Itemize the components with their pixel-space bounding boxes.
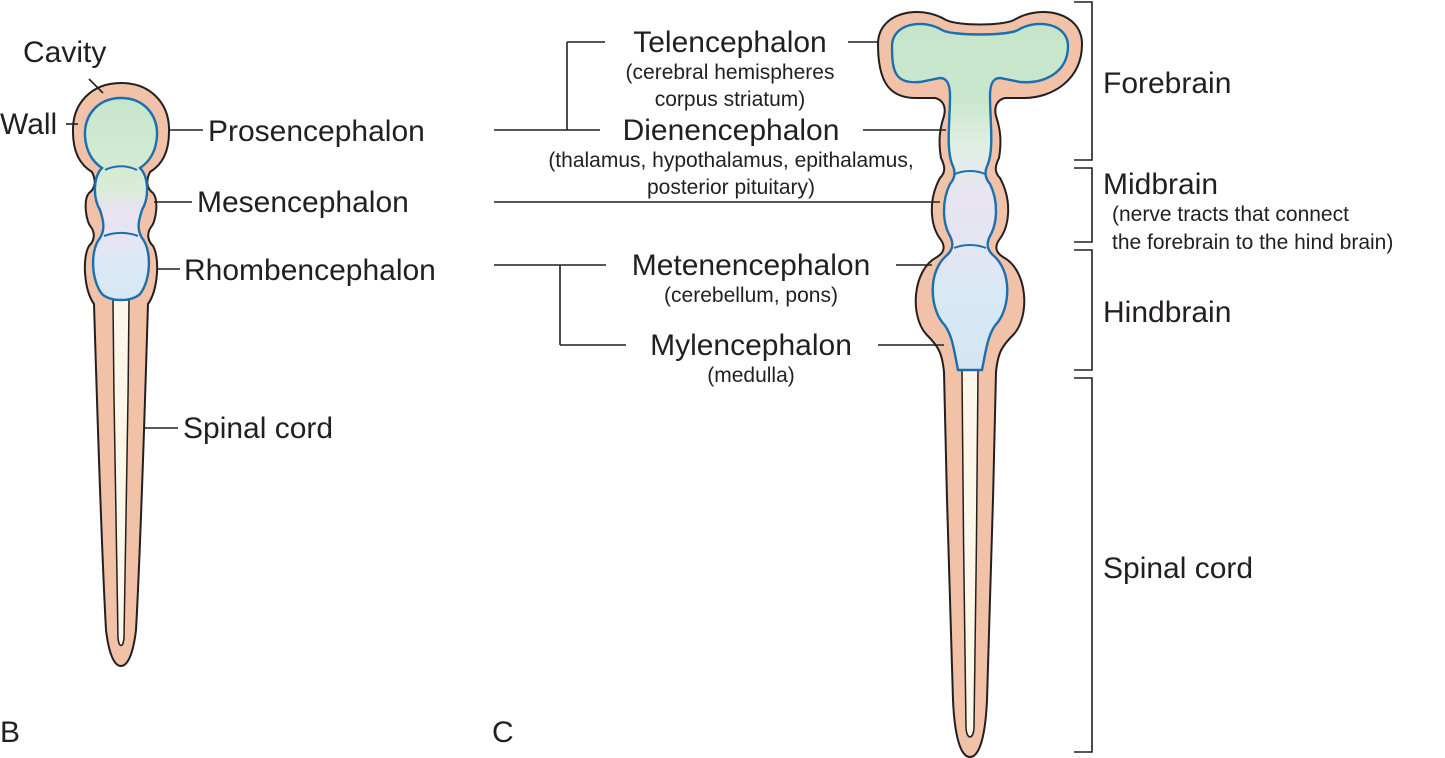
label-metencephalon-note: (cerebellum, pons) bbox=[664, 284, 838, 307]
panel-b-leaders bbox=[66, 78, 203, 429]
label-midbrain-note-2: the forebrain to the hind brain) bbox=[1112, 231, 1393, 254]
panel-c-wall-shape bbox=[876, 11, 1084, 758]
label-diencephalon-note-1: (thalamus, hypothalamus, epithalamus, bbox=[548, 149, 913, 172]
panel-c-cavity-shape bbox=[890, 22, 1070, 372]
label-spinal-cord-b: Spinal cord bbox=[183, 412, 333, 445]
region-brackets bbox=[1074, 1, 1093, 753]
label-diencephalon: Dienencephalon bbox=[623, 114, 840, 147]
panel-c-neural-tube bbox=[876, 11, 1084, 758]
label-forebrain: Forebrain bbox=[1103, 67, 1231, 100]
panel-c-central-canal bbox=[961, 369, 979, 738]
label-rhombencephalon: Rhombencephalon bbox=[184, 254, 436, 287]
label-spinal-cord-c: Spinal cord bbox=[1103, 552, 1253, 585]
label-myelencephalon-note: (medulla) bbox=[707, 364, 795, 387]
label-telencephalon-note-2: corpus striatum) bbox=[655, 88, 806, 111]
label-wall: Wall bbox=[0, 108, 57, 141]
panel-b-cavity-shape bbox=[83, 96, 159, 302]
panel-c-leaders bbox=[494, 41, 946, 346]
label-diencephalon-note-2: posterior pituitary) bbox=[647, 176, 815, 199]
label-mesencephalon: Mesencephalon bbox=[197, 186, 409, 219]
label-prosencephalon: Prosencephalon bbox=[208, 115, 425, 148]
label-myelencephalon: Mylencephalon bbox=[650, 329, 852, 362]
label-telencephalon-note-1: (cerebral hemispheres bbox=[626, 61, 835, 84]
label-metencephalon: Metenencephalon bbox=[632, 249, 871, 282]
panel-b-central-canal bbox=[112, 299, 130, 647]
panel-b-neural-tube bbox=[71, 81, 171, 668]
label-midbrain: Midbrain bbox=[1103, 168, 1218, 201]
label-telencephalon: Telencephalon bbox=[633, 26, 827, 59]
label-cavity: Cavity bbox=[23, 36, 106, 69]
label-midbrain-note-1: (nerve tracts that connect bbox=[1112, 203, 1349, 226]
panel-letter-c: C bbox=[492, 716, 514, 749]
label-hindbrain: Hindbrain bbox=[1103, 296, 1231, 329]
panel-letter-b: B bbox=[0, 716, 20, 749]
